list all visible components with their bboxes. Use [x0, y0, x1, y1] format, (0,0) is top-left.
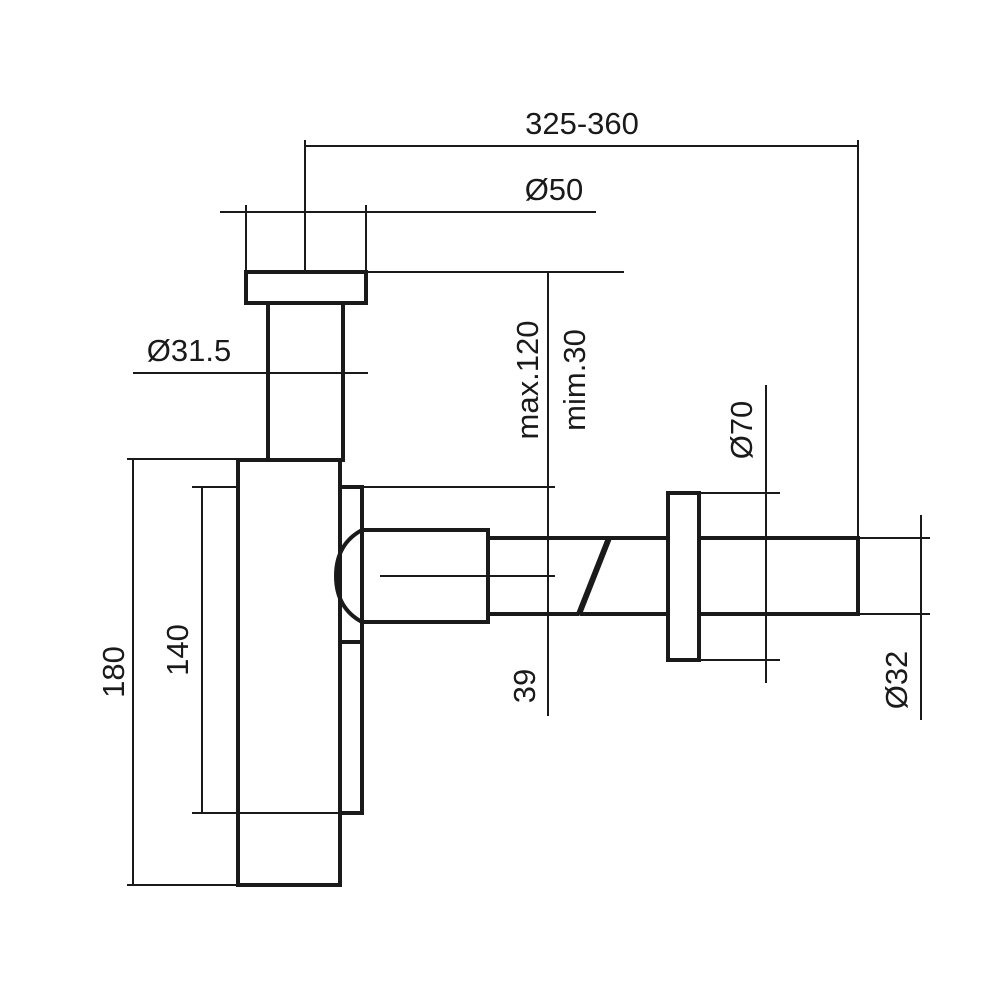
- elbow-connector: [333, 528, 490, 624]
- label-bottle-height: 180: [96, 646, 131, 698]
- dimension-labels: 325-360 Ø50 Ø31.5 max.120 mim.30 Ø70 180…: [96, 106, 914, 709]
- trap-body: [236, 270, 860, 887]
- label-outlet-offset: 39: [507, 669, 542, 703]
- overall-length-dimension: [304, 140, 859, 538]
- label-outlet-diameter: Ø32: [879, 651, 914, 710]
- label-max-height: max.120: [510, 321, 545, 440]
- label-flange-diameter: Ø70: [724, 401, 759, 460]
- side-collar-lower: [338, 640, 364, 815]
- bottle-height-dimension: [127, 458, 238, 886]
- label-inlet-diameter: Ø31.5: [147, 333, 231, 368]
- bottle-body: [236, 458, 342, 887]
- wall-pipe: [697, 536, 860, 616]
- label-cap-diameter: Ø50: [525, 172, 584, 207]
- label-inner-height: 140: [160, 624, 195, 676]
- inlet-pipe: [266, 301, 345, 462]
- wall-flange: [666, 491, 701, 662]
- inner-height-dimension: [192, 486, 362, 814]
- height-reference-lines: [362, 271, 624, 716]
- outlet-diameter-dimension: [858, 515, 930, 720]
- outlet-pipe-right-segment: [578, 536, 668, 616]
- dimension-lines: [127, 140, 930, 886]
- flange-diameter-dimension: [699, 385, 780, 683]
- label-overall-length: 325-360: [525, 106, 639, 141]
- top-cap: [244, 270, 368, 305]
- label-min-height: mim.30: [557, 329, 592, 431]
- cap-diameter-dimension: [220, 205, 596, 272]
